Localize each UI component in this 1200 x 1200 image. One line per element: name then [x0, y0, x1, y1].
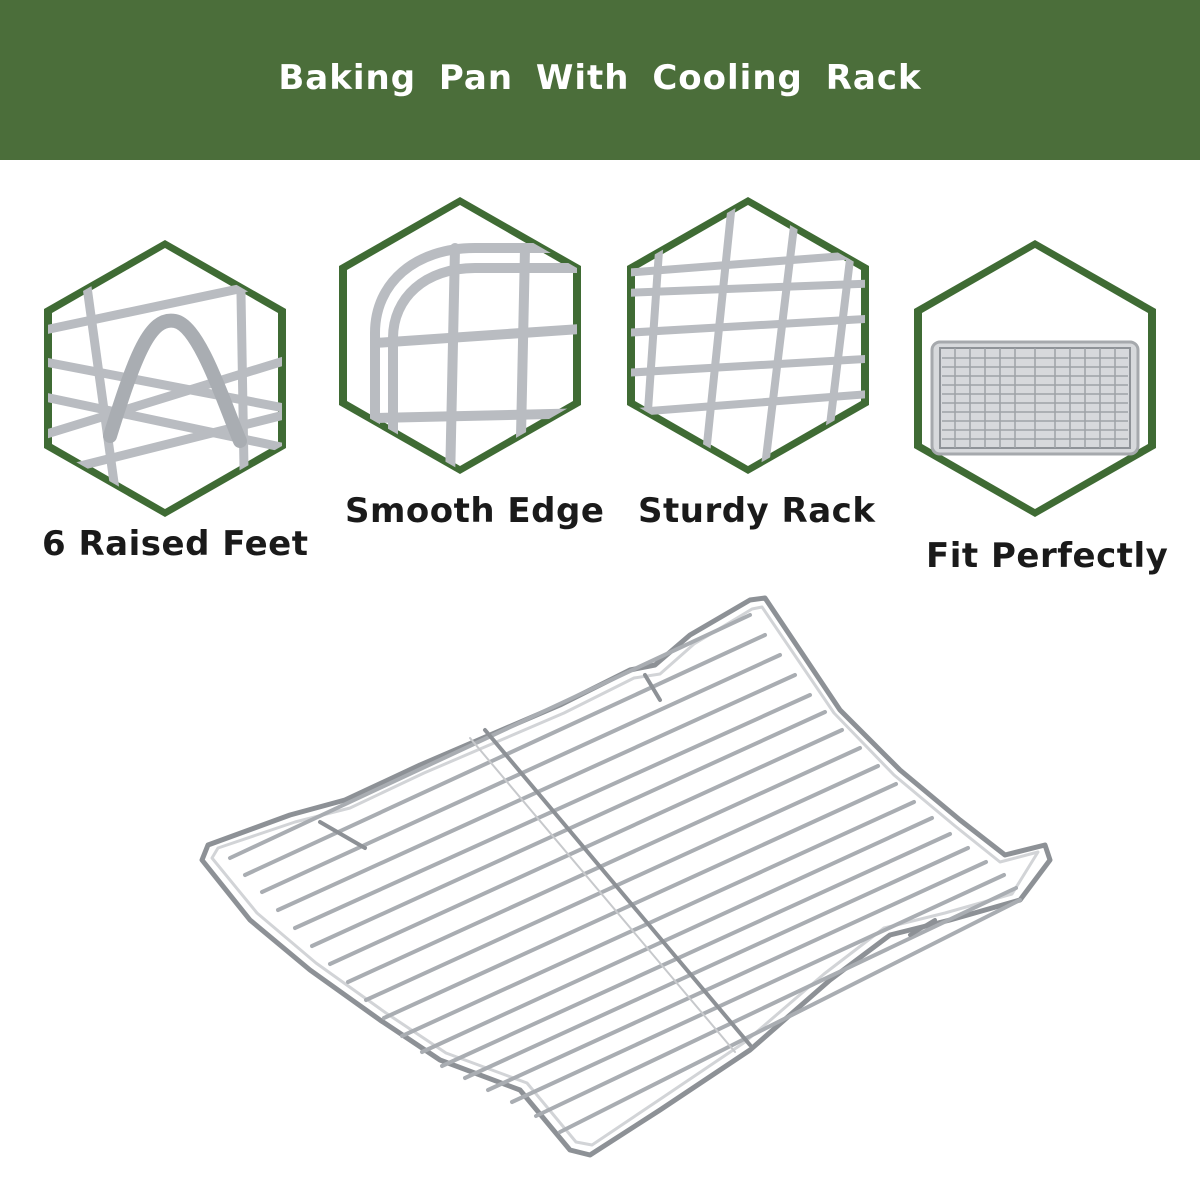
- feature-label: 6 Raised Feet: [42, 524, 309, 564]
- feature-label: Fit Perfectly: [926, 536, 1169, 576]
- pan-with-rack-icon: [914, 240, 1156, 517]
- feature-raised-feet: 6 Raised Feet: [40, 236, 308, 564]
- cooling-rack-image: [199, 595, 1053, 1158]
- feature-fit-perfectly: Fit Perfectly: [910, 236, 1168, 576]
- feature-sturdy-rack: Sturdy Rack: [623, 193, 875, 531]
- feature-smooth-edge: Smooth Edge: [335, 193, 604, 531]
- raised-feet-icon: [44, 240, 286, 517]
- banner-title: Baking Pan With Cooling Rack: [278, 58, 922, 98]
- sturdy-rack-icon: [627, 197, 869, 474]
- smooth-edge-icon: [339, 197, 581, 474]
- feature-label: Sturdy Rack: [638, 491, 876, 531]
- feature-label: Smooth Edge: [345, 491, 605, 531]
- header-banner: Baking Pan With Cooling Rack: [0, 0, 1200, 160]
